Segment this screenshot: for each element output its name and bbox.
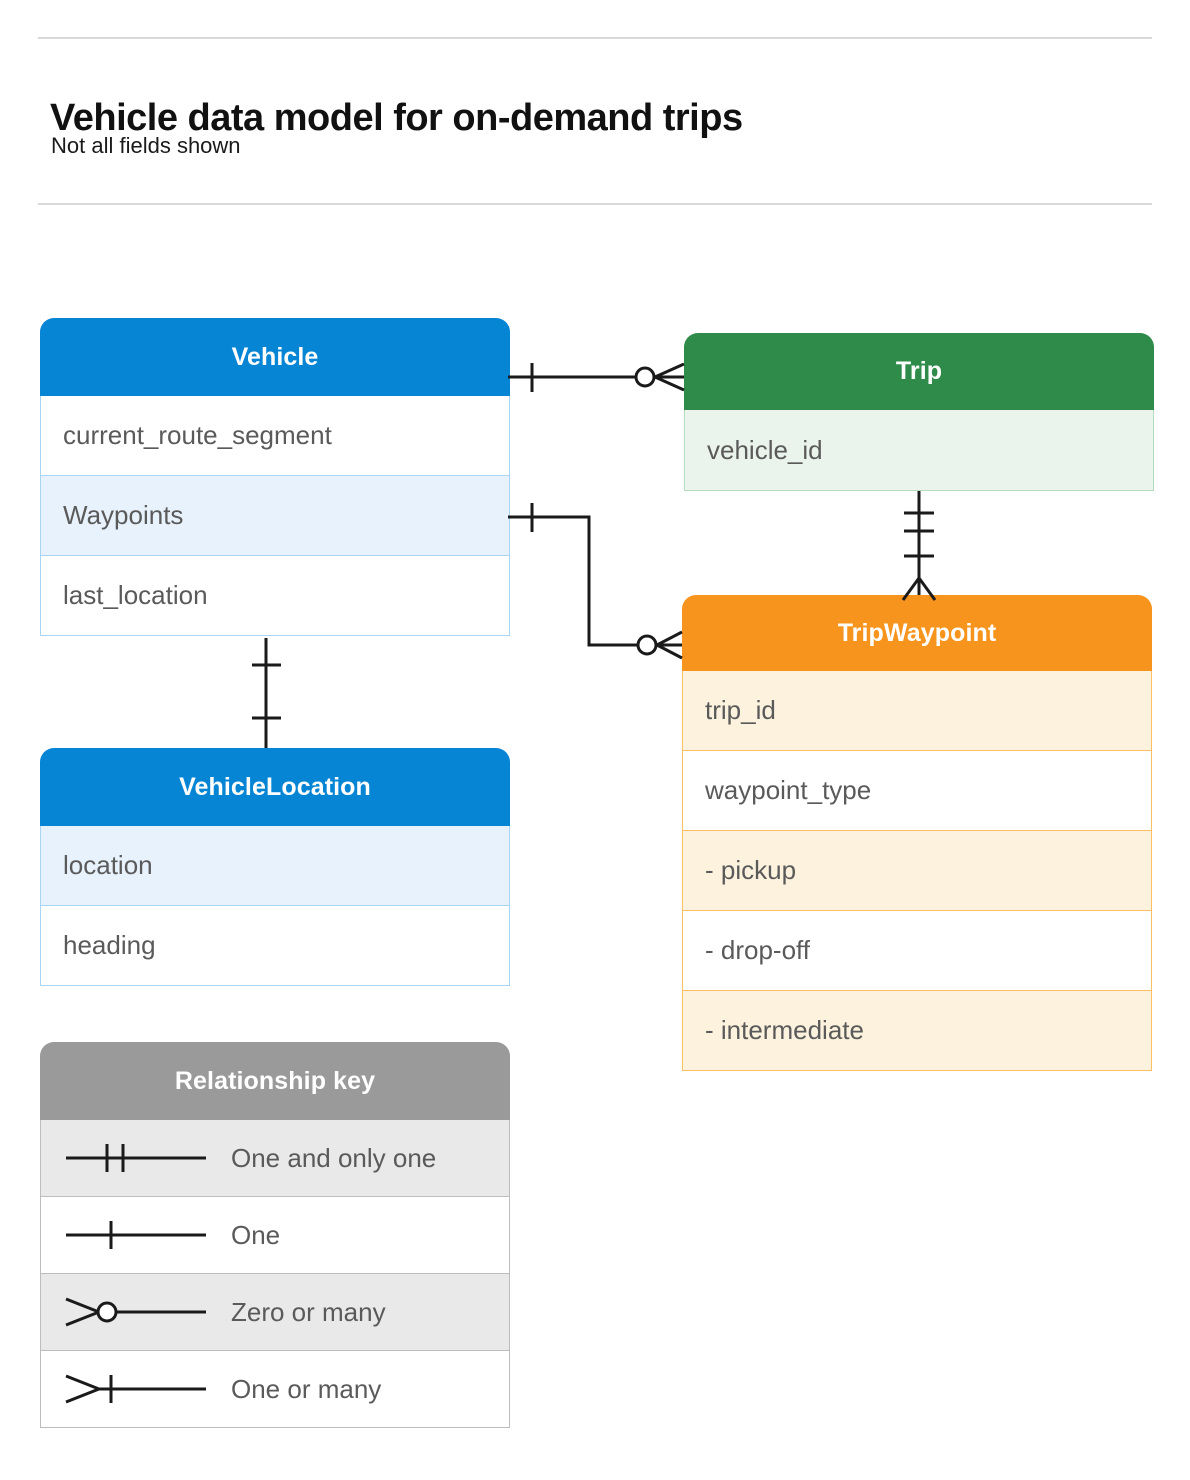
- legend-item-one-and-only-one: One and only one: [40, 1120, 510, 1197]
- header-divider-top: [38, 37, 1152, 39]
- field-trip-id[interactable]: trip_id: [682, 671, 1152, 751]
- field-waypoint-type[interactable]: waypoint_type: [682, 751, 1152, 831]
- legend-label-one: One: [231, 1219, 281, 1250]
- one-or-many-icon: [41, 1369, 231, 1409]
- entity-trip-waypoint-title: TripWaypoint: [682, 595, 1152, 671]
- field-waypoint-type-drop-off[interactable]: - drop-off: [682, 911, 1152, 991]
- page-subtitle: Not all fields shown: [51, 133, 241, 158]
- entity-vehicle-location-title: VehicleLocation: [40, 748, 510, 826]
- legend-item-zero-or-many: Zero or many: [40, 1274, 510, 1351]
- field-heading[interactable]: heading: [40, 906, 510, 986]
- page-title: Vehicle data model for on-demand trips: [50, 97, 743, 140]
- entity-trip-fields: vehicle_id: [684, 410, 1154, 491]
- entity-vehicle-location-fields: location heading: [40, 826, 510, 986]
- field-waypoint-type-pickup[interactable]: - pickup: [682, 831, 1152, 911]
- relationship-key-legend: Relationship key One and only one One: [40, 1042, 510, 1428]
- connector-vehicle-to-vehicle-location: [252, 638, 281, 748]
- zero-or-many-icon: [41, 1292, 231, 1332]
- relationship-key-items: One and only one One Zero or many: [40, 1120, 510, 1428]
- legend-item-one: One: [40, 1197, 510, 1274]
- legend-label-zero-or-many: Zero or many: [231, 1296, 386, 1327]
- connector-vehicle-to-trip: [508, 362, 685, 392]
- one-icon: [41, 1215, 231, 1255]
- one-and-only-one-icon: [41, 1138, 231, 1178]
- connector-waypoints-to-trip-waypoint: [508, 503, 683, 660]
- entity-vehicle-title: Vehicle: [40, 318, 510, 396]
- legend-label-one-or-many: One or many: [231, 1373, 382, 1404]
- field-vehicle-id[interactable]: vehicle_id: [684, 410, 1154, 491]
- field-current-route-segment[interactable]: current_route_segment: [40, 396, 510, 476]
- entity-vehicle-fields: current_route_segment Waypoints last_loc…: [40, 396, 510, 636]
- connector-trip-to-trip-waypoint: [901, 491, 937, 601]
- entity-trip-waypoint[interactable]: TripWaypoint trip_id waypoint_type - pic…: [682, 595, 1152, 1071]
- entity-trip-title: Trip: [684, 333, 1154, 410]
- header-divider-bottom: [38, 203, 1152, 205]
- field-location[interactable]: location: [40, 826, 510, 906]
- entity-vehicle[interactable]: Vehicle current_route_segment Waypoints …: [40, 318, 510, 636]
- entity-vehicle-location[interactable]: VehicleLocation location heading: [40, 748, 510, 986]
- legend-item-one-or-many: One or many: [40, 1351, 510, 1428]
- legend-label-one-and-only-one: One and only one: [231, 1142, 437, 1173]
- entity-trip[interactable]: Trip vehicle_id: [684, 333, 1154, 491]
- field-waypoint-type-intermediate[interactable]: - intermediate: [682, 991, 1152, 1071]
- field-waypoints[interactable]: Waypoints: [40, 476, 510, 556]
- entity-trip-waypoint-fields: trip_id waypoint_type - pickup - drop-of…: [682, 671, 1152, 1071]
- field-last-location[interactable]: last_location: [40, 556, 510, 636]
- relationship-key-title: Relationship key: [40, 1042, 510, 1120]
